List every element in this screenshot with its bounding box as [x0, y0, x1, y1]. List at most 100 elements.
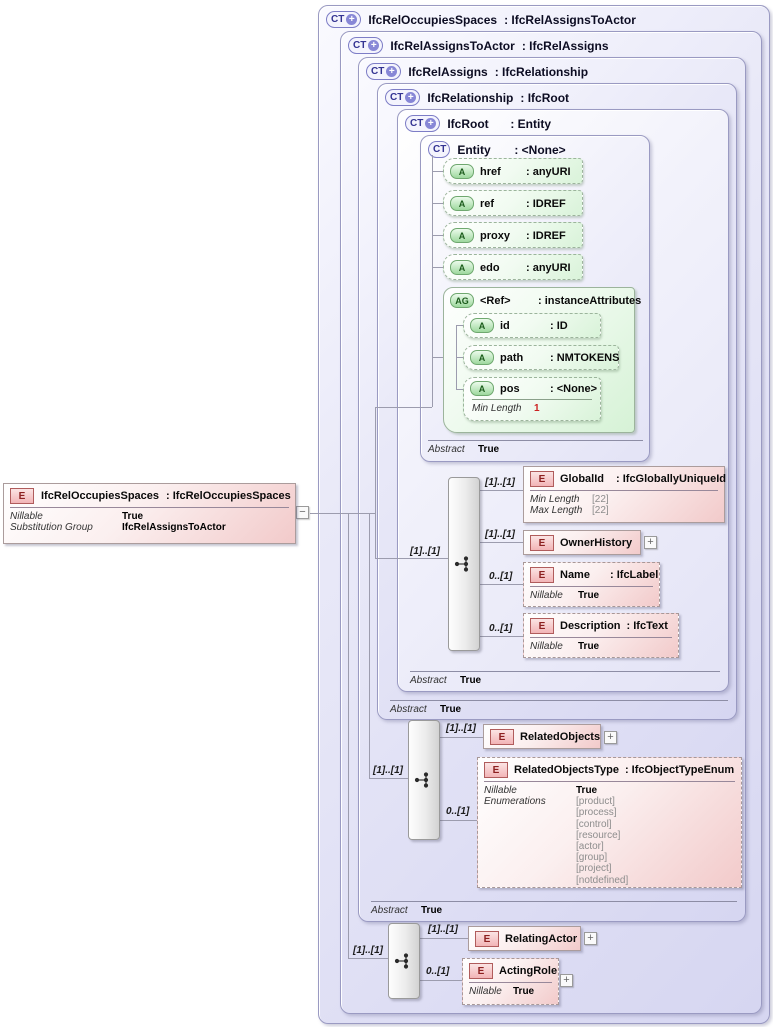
- sequence-compositor[interactable]: [448, 477, 480, 651]
- complextype-basetype: : Entity: [510, 116, 552, 131]
- property-value: True: [440, 704, 462, 715]
- cardinality-label: 0..[1]: [489, 623, 513, 634]
- expand-toggle-relatedobjects[interactable]: +: [604, 731, 617, 744]
- divider: [472, 399, 592, 400]
- element-badge: E: [530, 567, 554, 583]
- element-type: : IfcLabel: [610, 569, 659, 581]
- complextype-badge[interactable]: CT+: [348, 37, 384, 54]
- cardinality-label: [1]..[1]: [353, 945, 383, 956]
- element-name: ActingRole: [499, 965, 558, 977]
- expand-toggle-relatingactor[interactable]: +: [584, 932, 597, 945]
- connector-line: [456, 325, 463, 326]
- attribute-name: pos: [500, 382, 520, 395]
- element-badge: E: [530, 618, 554, 634]
- facet-row: Enumerations [product] [process] [contro…: [484, 796, 735, 886]
- attribute-badge: A: [470, 381, 494, 396]
- divider: [530, 490, 718, 491]
- element-name: RelatingActor: [505, 933, 578, 945]
- sequence-icon: [414, 772, 429, 788]
- complextype-basetype: : <None>: [514, 142, 566, 157]
- complextype-header-ifcrelationship[interactable]: CT+ IfcRelationship : IfcRoot: [385, 89, 569, 106]
- element-badge: E: [490, 729, 514, 745]
- complextype-header-ifcroot[interactable]: CT+ IfcRoot : Entity: [405, 115, 551, 132]
- connector-line: [432, 267, 443, 268]
- facet-label: Min Length: [472, 403, 522, 414]
- connector-line: [375, 407, 376, 558]
- cardinality-label: 0..[1]: [446, 806, 470, 817]
- enumeration-item: [group]: [576, 852, 608, 864]
- element-box-relatingactor[interactable]: E RelatingActor: [468, 926, 581, 951]
- connector-line: [438, 737, 483, 738]
- sequence-compositor[interactable]: [408, 720, 440, 840]
- attribute-type: : IDREF: [526, 229, 566, 242]
- cardinality-label: 0..[1]: [426, 966, 450, 977]
- expand-toggle-ownerhistory[interactable]: +: [644, 536, 657, 549]
- complextype-badge[interactable]: CT+: [405, 115, 441, 132]
- complextype-badge[interactable]: CT+: [366, 63, 402, 80]
- cardinality-label: [1]..[1]: [428, 924, 458, 935]
- ct-letter: CT: [390, 92, 404, 103]
- expand-toggle-actingrole[interactable]: +: [560, 974, 573, 987]
- complextype-header-ifcrelassigns[interactable]: CT+ IfcRelAssigns : IfcRelationship: [366, 63, 588, 80]
- connector-line: [375, 558, 448, 559]
- cardinality-label: 0..[1]: [489, 571, 513, 582]
- complextype-name: Entity: [457, 142, 491, 157]
- connector-line: [418, 980, 462, 981]
- complextype-header-ifcrelassignstoactor[interactable]: CT+ IfcRelAssignsToActor : IfcRelAssigns: [348, 37, 609, 54]
- attribute-name: edo: [480, 261, 500, 274]
- attribute-type: : <None>: [550, 382, 598, 395]
- attribute-type: : anyURI: [526, 261, 571, 274]
- enumeration-item: [project]: [576, 863, 612, 875]
- facet-label: Nillable: [530, 641, 563, 652]
- attribute-type: : ID: [550, 319, 568, 332]
- enumeration-item: [control]: [576, 818, 612, 830]
- facet-label: Min Length: [530, 494, 580, 505]
- property-label: Abstract: [410, 675, 447, 686]
- facet-value: IfcRelAssignsToActor: [122, 522, 226, 534]
- attribute-badge: A: [450, 260, 474, 275]
- property-label: Abstract: [371, 905, 408, 916]
- complextype-badge[interactable]: CT+: [385, 89, 421, 106]
- complextype-basetype: : IfcRelationship: [494, 64, 589, 79]
- divider: [530, 586, 653, 587]
- element-name: OwnerHistory: [560, 537, 633, 549]
- collapse-toggle[interactable]: −: [296, 506, 309, 519]
- abstract-row: Abstract True: [371, 901, 737, 916]
- complextype-badge[interactable]: CT+: [326, 11, 362, 28]
- complextype-header-entity[interactable]: CT Entity : <None>: [428, 141, 566, 158]
- collapse-plus-icon: +: [368, 40, 380, 51]
- property-value: True: [421, 905, 443, 916]
- element-badge: E: [475, 931, 499, 947]
- complextype-header-ifcreloccupiesspaces[interactable]: CT+ IfcRelOccupiesSpaces : IfcRelAssigns…: [326, 11, 636, 28]
- sequence-compositor[interactable]: [388, 923, 420, 999]
- complextype-name: IfcRoot: [447, 116, 489, 131]
- complextype-badge[interactable]: CT: [428, 141, 451, 158]
- enumeration-item: [resource]: [576, 829, 621, 841]
- attribute-type: : NMTOKENS: [550, 351, 620, 364]
- facet-value: [22]: [592, 494, 609, 505]
- connector-line: [478, 584, 523, 585]
- element-badge: E: [530, 471, 554, 487]
- facet-row: Min Length [22]: [530, 494, 718, 505]
- connector-line: [432, 235, 443, 236]
- element-badge: E: [484, 762, 508, 778]
